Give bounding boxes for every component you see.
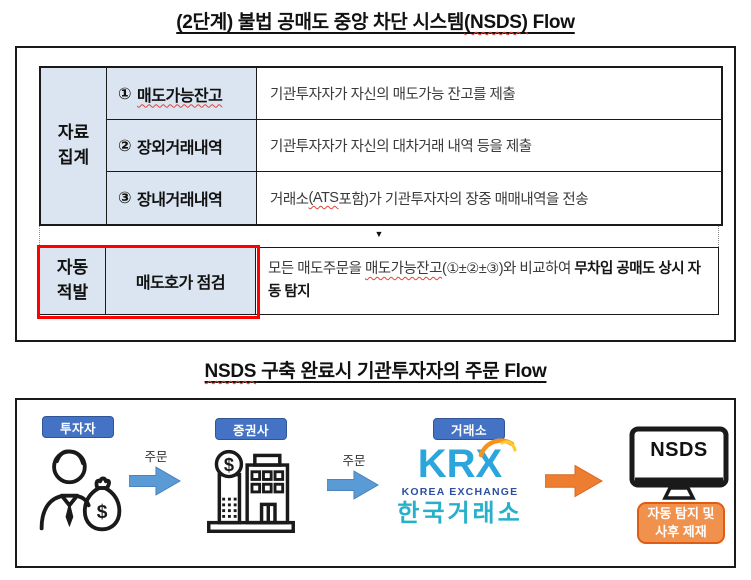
term-cell-sell-quote-check: 매도호가 점검 [106, 248, 256, 314]
ats-spellcheck-mark: (ATS [308, 190, 339, 206]
krx-logo-text: KRX [417, 442, 503, 486]
term-label: 매도가능잔고 [137, 87, 223, 105]
down-arrow-icon: ▼ [374, 229, 384, 239]
tie-shape [65, 505, 74, 528]
order-label-1: 주문 [144, 450, 168, 464]
auto-detection-desc-text: 모든 매도주문을 매도가능잔고(①±②±③)와 비교하여 무차입 공매도 상시 … [268, 260, 701, 300]
exchange-badge: 거래소 [433, 418, 505, 440]
left-dotted-connector [39, 226, 40, 247]
section2-title-text: NSDS 구축 완료시 기관투자자의 주문 Flow [204, 361, 547, 382]
balance-spellcheck-mark: 매도가능잔고 [364, 260, 443, 277]
section2-title: NSDS 구축 완료시 기관투자자의 주문 Flow [0, 356, 751, 383]
right-dotted-connector [718, 226, 719, 247]
section1-title: (2단계) 불법 공매도 중앙 차단 시스템(NSDS) Flow [0, 7, 751, 34]
data-aggregation-table: 자료 집계 ① 매도가능잔고 기관투자자가 자신의 매도가능 잔고를 제출 ② … [39, 66, 723, 226]
row-header-data-aggregation: 자료 집계 [41, 68, 107, 224]
krx-korean-name: 한국거래소 [397, 499, 523, 527]
desc-cell-sellable-balance: 기관투자자가 자신의 매도가능 잔고를 제출 [257, 68, 721, 120]
term-cell-otc-transactions: ② 장외거래내역 [107, 120, 257, 172]
nsds-spellcheck-mark: (NSDS) [464, 12, 528, 33]
nsds-system-panel: 자료 집계 ① 매도가능잔고 기관투자자가 자신의 매도가능 잔고를 제출 ② … [15, 46, 736, 342]
nsds-spellcheck-mark: NSDS [204, 361, 257, 382]
naked-short-bold-text: 무차입 공매도 상시 자동 탐지 [268, 260, 701, 300]
term-cell-exchange-transactions: ③ 장내거래내역 [107, 172, 257, 224]
money-bag-dollar: $ [97, 502, 108, 523]
desc-cell-exchange-transactions: 거래소(ATS 포함)가 기관투자자의 장중 매매내역을 전송 [270, 190, 589, 208]
bank-dollar: $ [224, 454, 234, 475]
item-number: ② [118, 137, 132, 155]
item-number: ③ [118, 190, 132, 207]
krx-subtitle: KOREA EXCHANGE [401, 486, 519, 498]
order-label-2: 주문 [342, 454, 366, 468]
desc-cell-otc-transactions: 기관투자자가 자신의 대차거래 내역 등을 제출 [257, 120, 721, 172]
order-flow-panel: 투자자 $ 주문 증권사 [15, 398, 736, 568]
krx-logo: KRX KOREA EXCHANGE 한국거래소 [395, 438, 525, 527]
flow-arrow-icon [327, 470, 379, 500]
nsds-monitor-label: NSDS [650, 439, 708, 461]
auto-detection-row: 자동 적발 매도호가 점검 모든 매도주문을 매도가능잔고(①±②±③)와 비교… [37, 245, 719, 319]
krx-swoosh-icon [478, 438, 517, 458]
section1-title-text: (2단계) 불법 공매도 중앙 차단 시스템(NSDS) Flow [176, 12, 575, 33]
broker-badge: 증권사 [215, 418, 287, 440]
flow-arrow-icon [129, 466, 181, 496]
investor-icon: $ [39, 449, 122, 532]
securities-firm-icon: $ [207, 449, 295, 534]
term-cell-sellable-balance: ① 매도가능잔고 [107, 68, 257, 120]
investor-badge: 투자자 [42, 416, 114, 438]
row-header-auto-detection: 자동 적발 [40, 248, 106, 314]
nsds-monitor: NSDS [629, 426, 729, 510]
term-label: 장외거래내역 [137, 139, 223, 157]
term-label: 장내거래내역 [137, 192, 223, 209]
auto-detect-sanction-badge: 자동 탐지 및 사후 제재 [637, 502, 725, 544]
item-number: ① [118, 85, 132, 103]
desc-cell-auto-detection: 모든 매도주문을 매도가능잔고(①±②±③)와 비교하여 무차입 공매도 상시 … [256, 248, 718, 314]
flow-arrow-orange-icon [545, 464, 603, 498]
